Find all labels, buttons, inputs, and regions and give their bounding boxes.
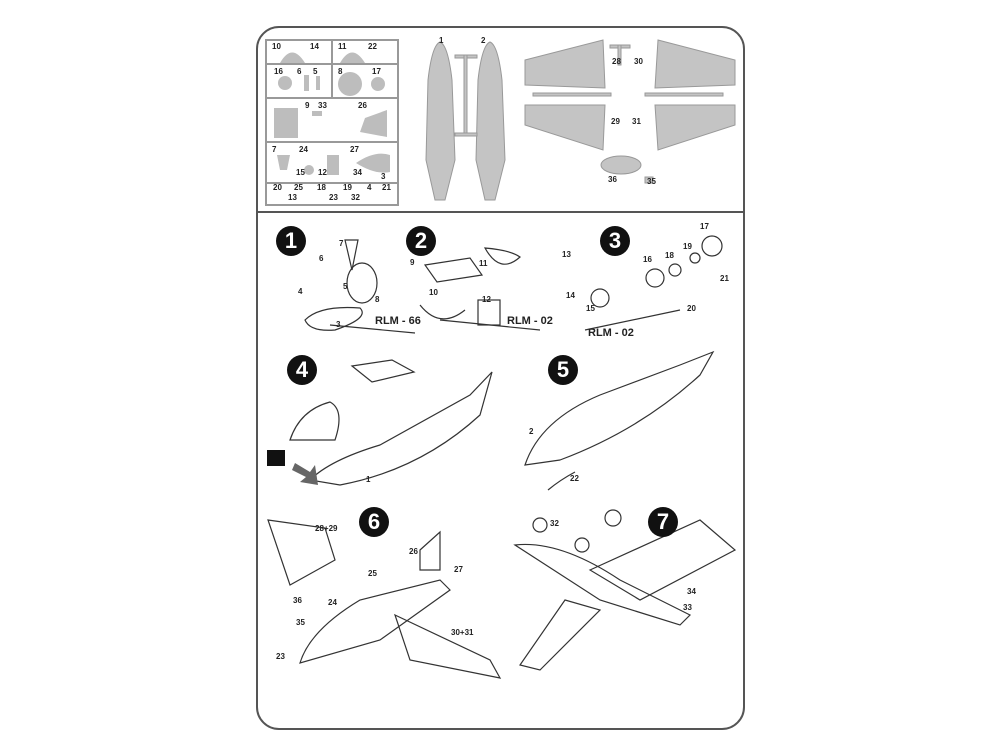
part-label: 2: [481, 36, 486, 45]
part-label: 14: [310, 42, 319, 51]
part-label: 17: [372, 67, 381, 76]
part-label: 7: [272, 145, 277, 154]
part-label: 34: [353, 168, 362, 177]
part-label: 30+31: [451, 628, 474, 637]
part-label: 20: [687, 304, 696, 313]
part-label: 11: [479, 259, 488, 268]
step-4-badge: 4: [287, 355, 317, 385]
sprue-frame: [265, 39, 399, 206]
part-label: 29: [611, 117, 620, 126]
part-label: 33: [683, 603, 692, 612]
part-label: 12: [482, 295, 491, 304]
part-label: 3: [336, 320, 341, 329]
part-label: 18: [317, 183, 326, 192]
part-label: 18: [665, 251, 674, 260]
part-label: 19: [683, 242, 692, 251]
part-label: 22: [570, 474, 579, 483]
step-6-badge: 6: [359, 507, 389, 537]
part-label: 33: [318, 101, 327, 110]
part-label: 27: [350, 145, 359, 154]
part-label: 8: [375, 295, 380, 304]
arrow-icon: [292, 463, 318, 485]
part-label: 4: [367, 183, 372, 192]
part-label: 12: [318, 168, 327, 177]
part-label: 23: [276, 652, 285, 661]
sprue-parts: [274, 52, 390, 175]
part-label: 28+29: [315, 524, 338, 533]
part-label: 28: [612, 57, 621, 66]
part-label: 17: [700, 222, 709, 231]
sheet-frame: [256, 26, 745, 730]
part-label: 8: [338, 67, 343, 76]
part-label: 21: [720, 274, 729, 283]
paint-callout-rlm66: RLM - 66: [375, 315, 421, 327]
part-label: 15: [586, 304, 595, 313]
part-label: 7: [339, 239, 344, 248]
part-label: 36: [293, 596, 302, 605]
part-label: 36: [608, 175, 617, 184]
part-label: 32: [550, 519, 559, 528]
paint-callout-rlm02: RLM - 02: [588, 327, 634, 339]
assembly-drawings: [267, 235, 737, 679]
part-label: 26: [358, 101, 367, 110]
part-label: 1: [439, 36, 444, 45]
part-label: 21: [382, 183, 391, 192]
step-2-badge: 2: [406, 226, 436, 256]
part-label: 34: [687, 587, 696, 596]
part-label: 9: [410, 258, 415, 267]
part-label: 35: [296, 618, 305, 627]
part-label: 9: [305, 101, 310, 110]
part-label: 6: [297, 67, 302, 76]
step-7-badge: 7: [648, 507, 678, 537]
step-5-badge: 5: [548, 355, 578, 385]
part-label: 2: [529, 427, 534, 436]
part-label: 16: [274, 67, 283, 76]
part-label: 11: [338, 42, 347, 51]
part-label: 20: [273, 183, 282, 192]
part-label: 15: [296, 168, 305, 177]
part-label: 10: [429, 288, 438, 297]
part-label: 4: [298, 287, 303, 296]
weight-icon: [267, 450, 285, 466]
part-label: 16: [643, 255, 652, 264]
part-label: 25: [368, 569, 377, 578]
part-label: 25: [294, 183, 303, 192]
wing-parts: [524, 39, 736, 184]
part-label: 19: [343, 183, 352, 192]
part-label: 3: [381, 172, 386, 181]
step-3-badge: 3: [600, 226, 630, 256]
step-1-badge: 1: [276, 226, 306, 256]
part-label: 13: [288, 193, 297, 202]
part-label: 23: [329, 193, 338, 202]
part-label: 31: [632, 117, 641, 126]
part-label: 6: [319, 254, 324, 263]
part-label: 30: [634, 57, 643, 66]
part-label: 24: [328, 598, 337, 607]
part-label: 1: [366, 475, 371, 484]
part-label: 14: [566, 291, 575, 300]
part-label: 35: [647, 177, 656, 186]
part-label: 5: [313, 67, 318, 76]
part-label: 13: [562, 250, 571, 259]
paint-callout-rlm02: RLM - 02: [507, 315, 553, 327]
part-label: 24: [299, 145, 308, 154]
fuselage-halves: [425, 41, 506, 201]
part-label: 10: [272, 42, 281, 51]
part-label: 26: [409, 547, 418, 556]
part-label: 32: [351, 193, 360, 202]
part-label: 22: [368, 42, 377, 51]
part-label: 27: [454, 565, 463, 574]
part-label: 5: [343, 282, 348, 291]
